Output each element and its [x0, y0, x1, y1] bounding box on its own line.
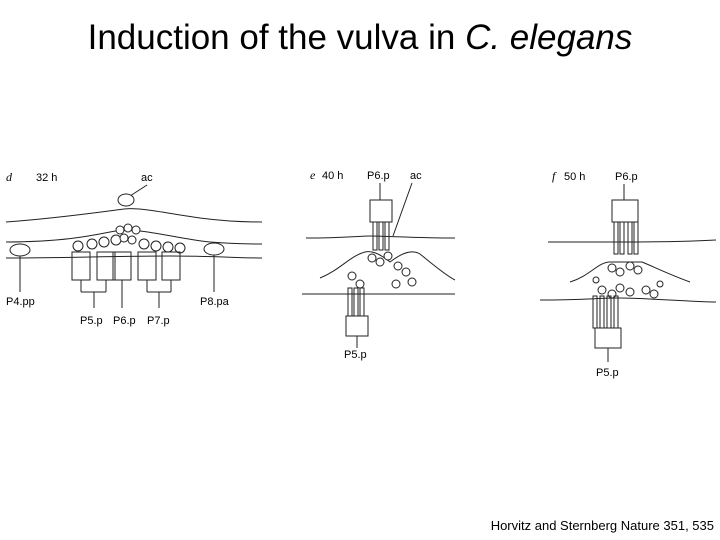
p7-label-d: P7.p	[147, 315, 170, 327]
anchor-cell	[117, 193, 135, 207]
vulval-cells-e	[347, 251, 417, 289]
p8-label: P8.pa	[200, 296, 230, 308]
p6-label-d: P6.p	[113, 315, 136, 327]
panel-f-p6-label: P6.p	[615, 171, 638, 183]
panel-e-p6-label: P6.p	[367, 170, 390, 182]
panel-f-time: 50 h	[564, 171, 585, 183]
lineage-bottom-e	[345, 287, 369, 348]
title-main: Induction of the vulva in	[87, 18, 466, 57]
panel-d: d 32 h ac P4.pp P8.pa	[5, 170, 263, 327]
invagination-f	[569, 261, 691, 283]
p4-label: P4.pp	[6, 296, 35, 308]
citation-credit: Horvitz and Sternberg Nature 351, 535	[490, 518, 714, 533]
p4-cell	[9, 243, 31, 257]
panel-e-ac-label: ac	[410, 170, 422, 182]
middle-tissue-line	[5, 229, 263, 245]
panel-f-p5-label: P5.p	[596, 367, 619, 379]
p5-label-d: P5.p	[80, 315, 103, 327]
p8-cell	[203, 242, 225, 256]
panel-e-time: 40 h	[322, 170, 343, 182]
panel-e-p5-label: P5.p	[344, 349, 367, 361]
vulval-cells-f	[592, 261, 664, 299]
lower-tissue-line	[5, 255, 263, 259]
panel-e-letter: e	[310, 168, 316, 182]
invagination-e	[319, 251, 456, 281]
lineage-top-f	[611, 184, 639, 255]
lower-tissue-line-f	[539, 297, 717, 303]
panel-f-letter: f	[552, 169, 557, 183]
panel-d-time: 32 h	[36, 172, 57, 184]
panel-d-letter: d	[6, 170, 13, 184]
panel-d-ac-label: ac	[141, 172, 153, 184]
upper-tissue-line	[5, 208, 263, 223]
lineage-bottom-f	[592, 295, 622, 362]
panel-e: e 40 h P6.p ac P5.p	[301, 168, 456, 361]
ac-pointer	[129, 184, 148, 197]
panel-f: f 50 h P6.p P5.p	[539, 169, 717, 379]
lineage-lines-d	[71, 251, 181, 308]
slide-title: Induction of the vulva in C. elegans	[0, 18, 720, 58]
ac-pointer-e	[392, 182, 413, 237]
title-species: C. elegans	[465, 18, 633, 57]
vpc-cells	[72, 223, 186, 254]
lineage-top-e	[369, 183, 393, 251]
upper-tissue-line-e	[305, 235, 456, 239]
